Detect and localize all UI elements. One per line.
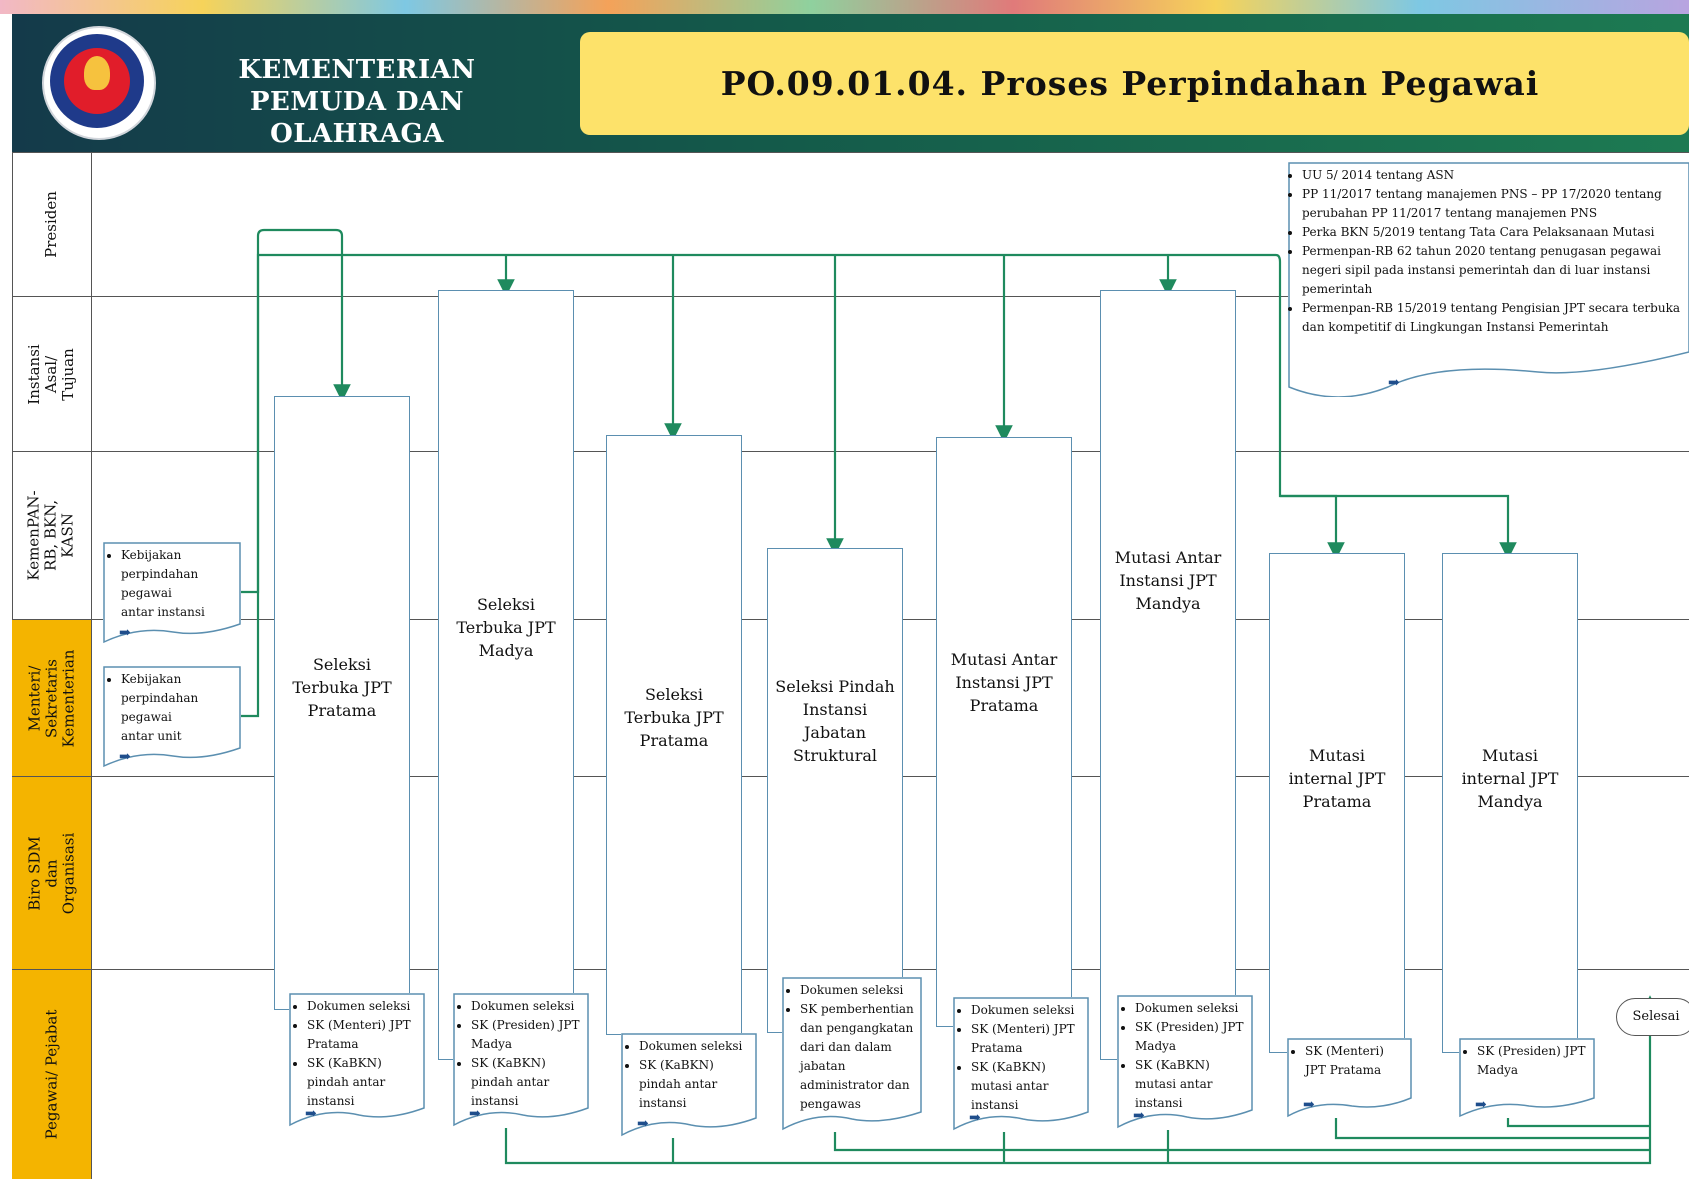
end-terminator: Selesai [1616,998,1689,1036]
lane-label: Presiden [12,152,92,296]
output-document: Dokumen seleksiSK (Menteri) JPT PratamaS… [953,997,1089,1132]
regulation-item: Permenpan-RB 62 tahun 2020 tentang penug… [1302,242,1683,299]
lane-pegawai: Pegawai/ Pejabat [12,970,1689,1179]
input-document: Kebijakan perpindahan pegawai antar unit… [103,666,241,769]
lane-instansi: Instansi Asal/ Tujuan [12,297,1689,452]
ministry-logo [42,26,156,140]
arrow-icon: ➡ [637,1116,649,1132]
arrow-icon: ➡ [469,1106,481,1122]
lane-presiden: Presiden [12,152,1689,297]
process-seleksi-terbuka-jpt-pratama-2: Seleksi Terbuka JPT Pratama [606,435,742,1035]
output-document: Dokumen seleksiSK (KaBKN) pindah antar i… [621,1033,757,1138]
output-document: Dokumen seleksiSK pemberhentian dan peng… [782,977,922,1132]
regulation-item: PP 11/2017 tentang manajemen PNS – PP 17… [1302,185,1683,223]
process-mutasi-antar-instansi-mandya: Mutasi Antar Instansi JPT Mandya [1100,290,1236,1060]
regulation-item: Perka BKN 5/2019 tentang Tata Cara Pelak… [1302,223,1683,242]
org-name: KEMENTERIAN PEMUDA DAN OLAHRAGA [238,55,476,149]
arrow-icon: ➡ [1388,375,1400,391]
process-mutasi-internal-pratama: Mutasi internal JPT Pratama [1269,553,1405,1053]
regulation-item: Permenpan-RB 15/2019 tentang Pengisian J… [1302,299,1683,337]
arrow-icon: ➡ [1303,1097,1315,1113]
arrow-icon: ➡ [119,625,131,641]
output-document: Dokumen seleksiSK (Menteri) JPT PratamaS… [289,993,425,1128]
process-seleksi-terbuka-jpt-madya: Seleksi Terbuka JPT Madya [438,290,574,1060]
process-seleksi-pindah-instansi: Seleksi Pindah Instansi Jabatan Struktur… [767,548,903,1033]
lane-label: Biro SDM dan Organisasi [12,777,92,969]
process-mutasi-internal-mandya: Mutasi internal JPT Mandya [1442,553,1578,1053]
lane-label: Menteri/ Sekretaris Kementerian [12,620,92,776]
arrow-icon: ➡ [1475,1097,1487,1113]
lane-label: Instansi Asal/ Tujuan [12,297,92,451]
lane-label: KemenPAN-RB, BKN, KASN [12,452,92,619]
process-seleksi-terbuka-jpt-pratama: Seleksi Terbuka JPT Pratama [274,396,410,1010]
output-document: Dokumen seleksiSK (Presiden) JPT MadyaSK… [453,993,589,1128]
input-document: Kebijakan perpindahan pegawai antar inst… [103,542,241,645]
regulations-document: UU 5/ 2014 tentang ASN PP 11/2017 tentan… [1288,162,1689,397]
output-document: Dokumen seleksiSK (Presiden) JPT MadyaSK… [1117,995,1253,1130]
arrow-icon: ➡ [119,749,131,765]
lane-label: Pegawai/ Pejabat [12,970,92,1179]
process-mutasi-antar-instansi-pratama: Mutasi Antar Instansi JPT Pratama [936,437,1072,1027]
arrow-icon: ➡ [1133,1108,1145,1124]
arrow-icon: ➡ [969,1110,981,1126]
title-box [580,32,1689,135]
arrow-icon: ➡ [305,1106,317,1122]
output-document: SK (Presiden) JPT Madya ➡ [1459,1038,1595,1118]
regulation-item: UU 5/ 2014 tentang ASN [1302,166,1683,185]
page-title: PO.09.01.04. Proses Perpindahan Pegawai [720,64,1540,103]
decorative-stripe [0,0,1689,14]
output-document: SK (Menteri) JPT Pratama ➡ [1287,1038,1412,1118]
